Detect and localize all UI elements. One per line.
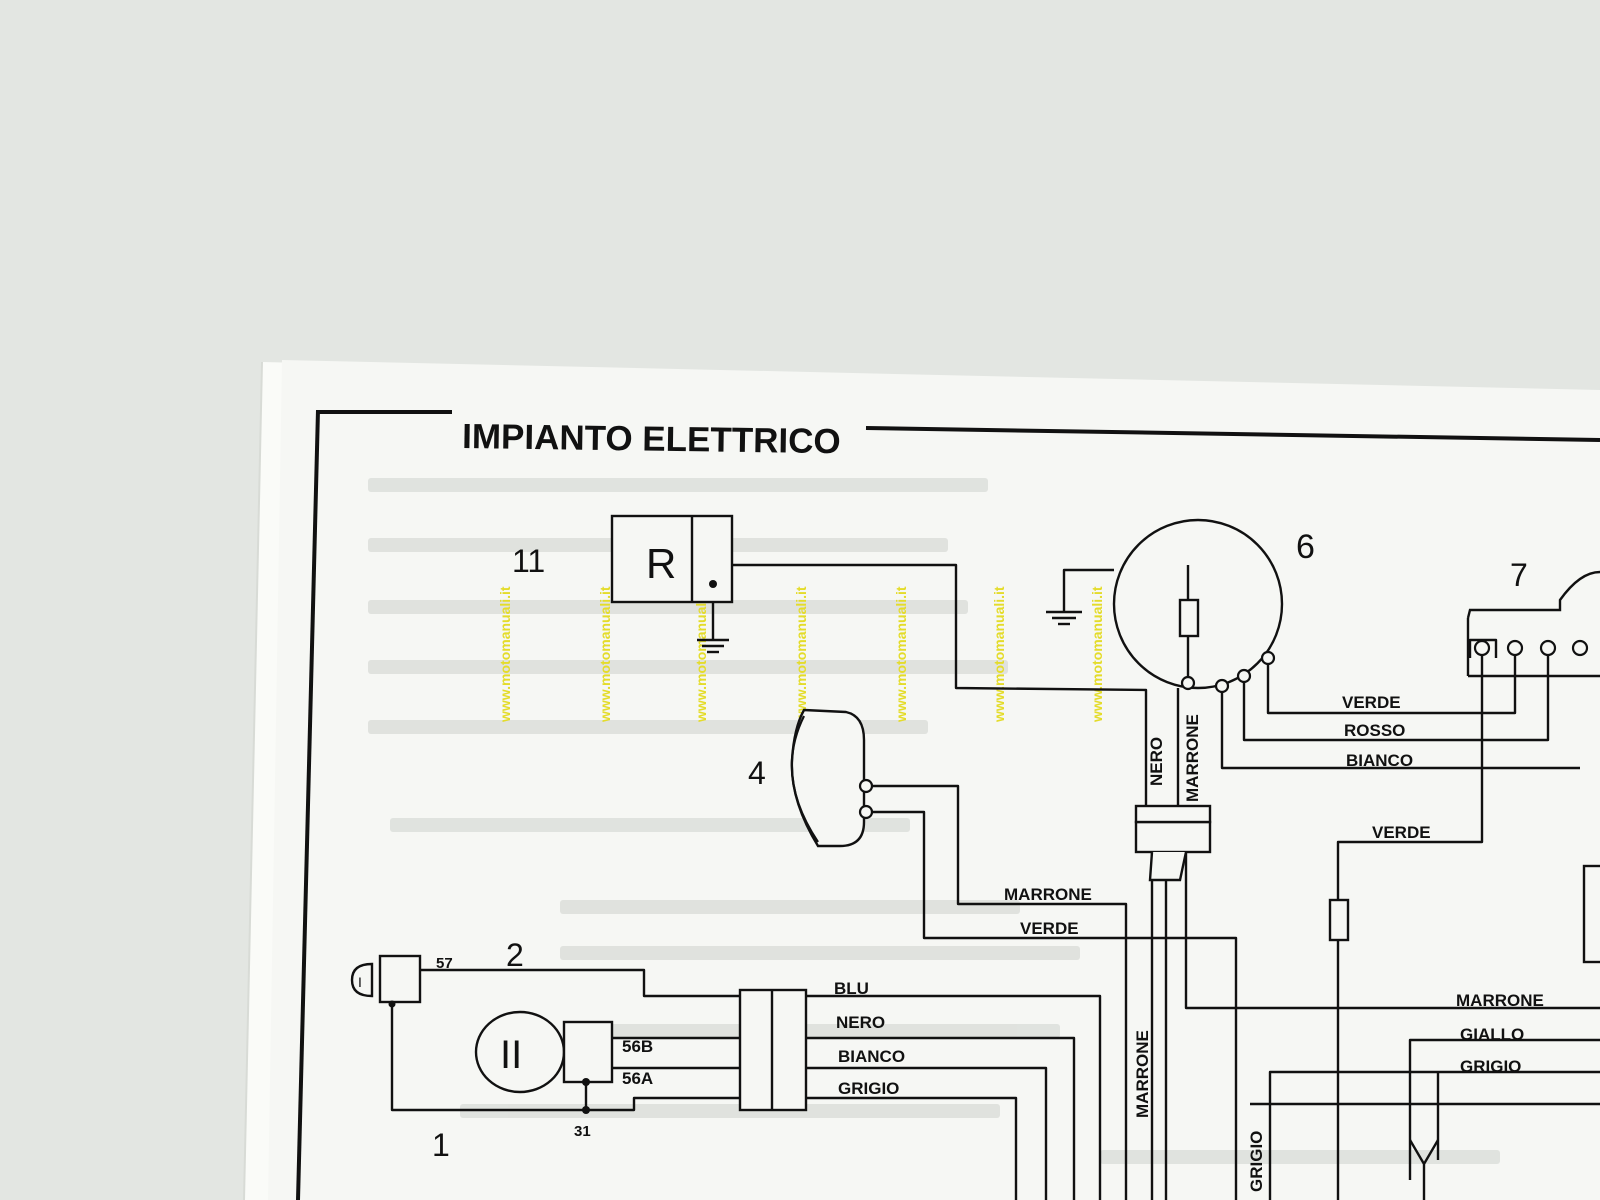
- ground-symbol-2: [1046, 610, 1082, 626]
- small-bulb: [350, 954, 422, 1004]
- component-2-label: 2: [506, 937, 524, 973]
- terminal-31: 31: [574, 1123, 591, 1140]
- watermarks: www.motomanuali.it www.motomanuali.it ww…: [497, 586, 1105, 723]
- component-6-label: 6: [1296, 528, 1315, 566]
- wire-label-grigio-2: GRIGIO: [1460, 1057, 1521, 1076]
- right-edge-box: [1582, 864, 1600, 964]
- wire-label-verde-2: VERDE: [1372, 823, 1431, 842]
- diagram-title: IMPIANTO ELETTRICO: [462, 417, 841, 461]
- wire-label-grigio-1: GRIGIO: [838, 1079, 899, 1098]
- component-11-label: 11: [512, 543, 545, 579]
- bundle-connector: [738, 988, 808, 1112]
- book-edge-line: [243, 361, 263, 1200]
- component-4-label: 4: [748, 755, 766, 791]
- wire-label-nero-vertical: NERO: [1147, 737, 1166, 786]
- ground-junction-31: [582, 1106, 590, 1114]
- terminal-57: 57: [436, 955, 453, 972]
- wire-label-marrone-vertical-2: MARRONE: [1133, 1030, 1152, 1118]
- terminal-56a: 56A: [622, 1069, 653, 1088]
- alternator-terminals: [1180, 650, 1276, 694]
- component-1-label: 1: [432, 1127, 450, 1163]
- y-junction: [1408, 1139, 1440, 1200]
- wire-label-marrone-vertical-1: MARRONE: [1183, 714, 1202, 802]
- center-connector: [1134, 804, 1212, 882]
- wire-label-nero: NERO: [836, 1013, 885, 1032]
- large-bulb-label: II: [500, 1033, 522, 1077]
- regulator-letter: R: [646, 540, 676, 587]
- terminal-56b: 56B: [622, 1037, 653, 1056]
- diagram-frame: [296, 409, 1600, 1200]
- wire-label-verde-1: VERDE: [1342, 693, 1401, 712]
- wire-label-blu: BLU: [834, 979, 869, 998]
- wire-label-marrone-1: MARRONE: [1004, 885, 1092, 904]
- watermark-3: www.motomanuali.it: [693, 586, 709, 723]
- watermark-2: www.motomanuali.it: [597, 586, 613, 723]
- wire-label-bianco-2: BIANCO: [838, 1047, 905, 1066]
- watermark-6: www.motomanuali.it: [991, 586, 1007, 723]
- watermark-7: www.motomanuali.it: [1089, 586, 1105, 723]
- large-bulb-terminal: [582, 1078, 590, 1086]
- wire-label-marrone-2: MARRONE: [1456, 991, 1544, 1010]
- regulator-terminal: [709, 580, 717, 588]
- watermark-4: www.motomanuali.it: [793, 586, 809, 723]
- wire-label-grigio-vertical: GRIGIO: [1247, 1131, 1266, 1192]
- manual-page: [268, 360, 1600, 1200]
- wires: [390, 563, 1600, 1200]
- small-bulb-terminal: [388, 1000, 396, 1008]
- wire-label-bianco-1: BIANCO: [1346, 751, 1413, 770]
- headlamp-terminals: [858, 778, 874, 820]
- headlamp-lens: [790, 715, 819, 843]
- component-7-terminals: [1473, 639, 1589, 657]
- large-bulb: [474, 1010, 614, 1094]
- watermark-5: www.motomanuali.it: [893, 586, 909, 723]
- watermark-1: www.motomanuali.it: [497, 586, 513, 723]
- component-7-label: 7: [1510, 557, 1528, 593]
- wire-label-giallo: GIALLO: [1460, 1025, 1524, 1044]
- wire-label-verde-3: VERDE: [1020, 919, 1079, 938]
- small-bulb-label: I: [358, 974, 362, 990]
- inline-resistor: [1328, 898, 1350, 942]
- alternator-coil: [1178, 598, 1200, 638]
- wire-label-rosso: ROSSO: [1344, 721, 1405, 740]
- bleed-through-text: [368, 478, 1500, 1164]
- ground-symbol: [697, 638, 729, 654]
- component-7-body: [1466, 570, 1600, 619]
- alternator-circle: [1112, 518, 1284, 690]
